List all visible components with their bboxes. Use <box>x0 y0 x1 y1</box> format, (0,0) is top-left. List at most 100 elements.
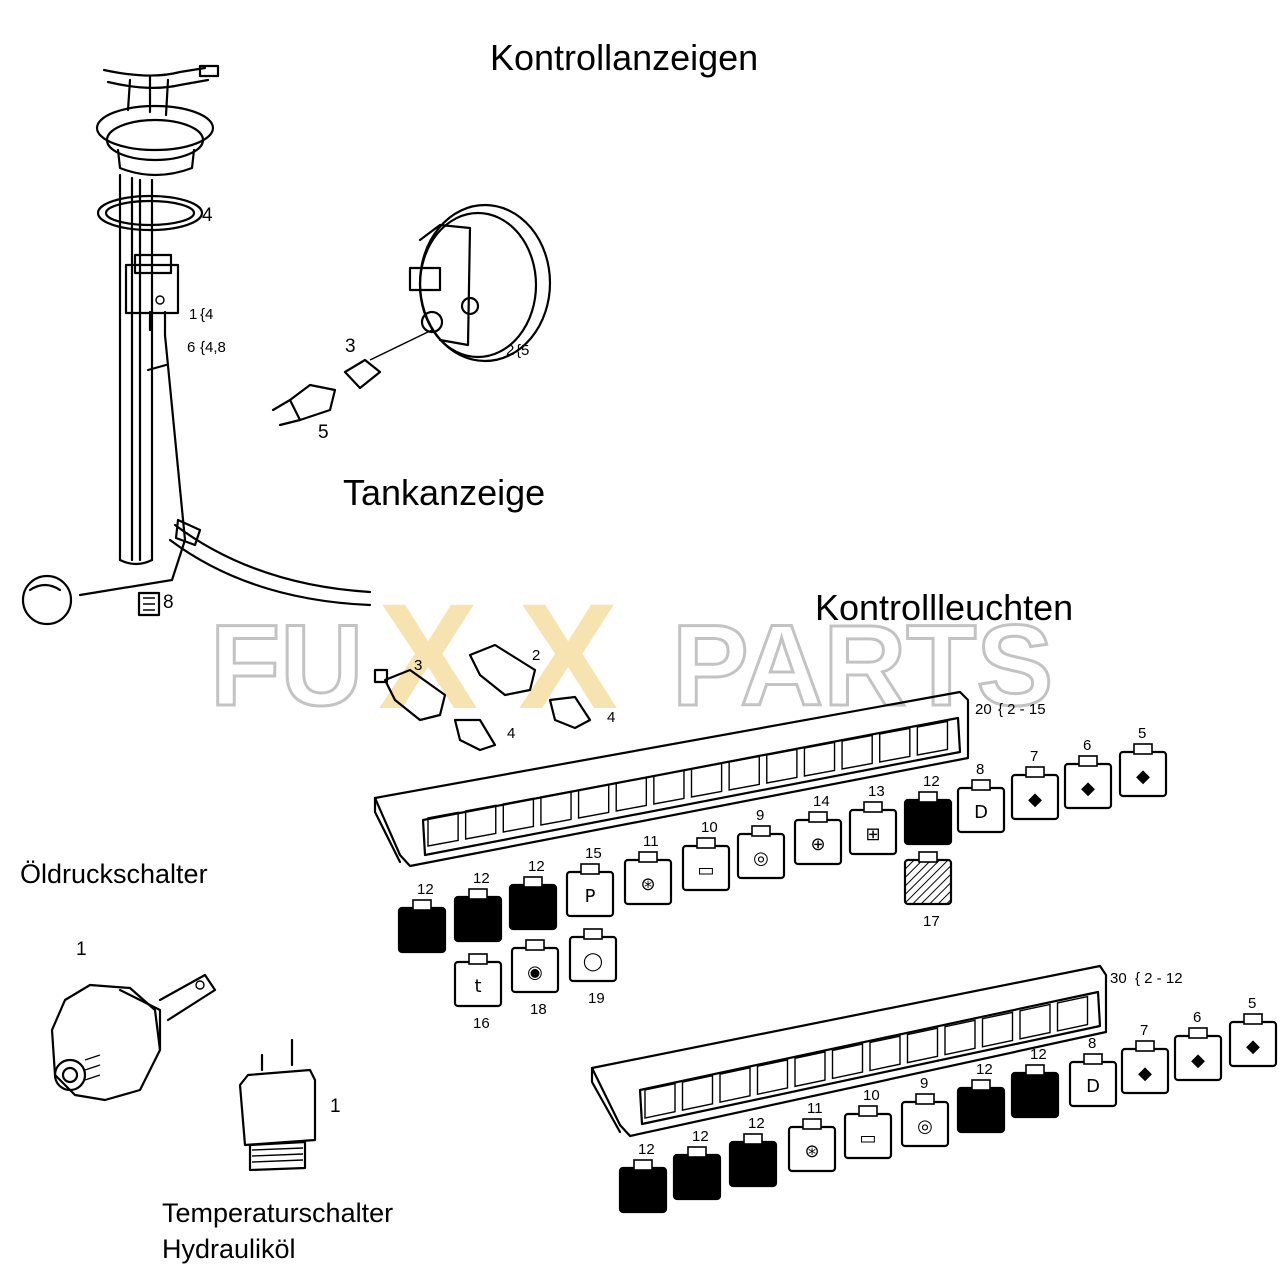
oil-pressure-switch-drawing <box>50 973 217 1102</box>
label-gauge-2-ref: {5 <box>516 342 529 359</box>
lamp-number: 12 <box>473 870 490 887</box>
lamp-module: ◆5 <box>1228 995 1278 1068</box>
lamp-number: 12 <box>976 1061 993 1078</box>
label-gauge-2: 2 <box>506 342 514 359</box>
bulb-holders-drawing <box>373 643 592 752</box>
lamp-number: 12 <box>692 1128 709 1145</box>
panel-cell <box>869 1035 901 1072</box>
lamp-number: 17 <box>923 913 940 930</box>
panel-cell <box>719 1066 751 1104</box>
lamp-module: 12 <box>672 1128 722 1201</box>
lamp-module: ◆5 <box>1118 725 1168 798</box>
label-panel2-ref: 30 <box>1110 970 1127 987</box>
lamp-symbol: ⊕ <box>810 834 825 855</box>
panel-cell <box>644 1082 676 1119</box>
lamp-module: ◯19 <box>568 928 618 1007</box>
lamp-number: 8 <box>1088 1035 1096 1052</box>
label-tank-8: 8 <box>163 592 174 613</box>
lamp-number: 18 <box>530 1001 547 1018</box>
label-bulb-4b: 4 <box>607 709 615 726</box>
lamp-symbol: ◆ <box>1081 778 1095 799</box>
label-tank-1: 1 <box>189 306 197 323</box>
lamp-module: ⊛11 <box>623 833 673 906</box>
lamp-module: 12 <box>508 858 558 931</box>
panel-cell <box>464 804 497 840</box>
lamp-number: 9 <box>920 1075 928 1092</box>
lamp-number: 9 <box>756 807 764 824</box>
panel-cell <box>981 1011 1014 1048</box>
label-gauge-5: 5 <box>318 422 329 443</box>
lamp-number: 10 <box>863 1087 880 1104</box>
temperature-switch-drawing <box>238 1038 317 1172</box>
lamp-symbol: ◎ <box>753 848 769 869</box>
label-switch-oil: 1 <box>76 939 87 960</box>
panel-1-frame <box>373 690 970 868</box>
lamp-number: 11 <box>643 833 659 850</box>
heading-oeldruckschalter: Öldruckschalter <box>20 859 208 889</box>
lamp-module: ⊛11 <box>787 1100 837 1173</box>
heading-hydraulikoel: Hydrauliköl <box>162 1234 296 1264</box>
lamp-symbol: ◉ <box>527 962 543 983</box>
watermark: FU X X PARTS <box>209 572 1055 740</box>
lamp-number: 12 <box>417 881 434 898</box>
lamp-symbol: ◆ <box>1028 789 1042 810</box>
tank-sender-drawing <box>21 64 372 626</box>
lamp-number: 12 <box>528 858 545 875</box>
lamp-module: 12 <box>397 881 447 954</box>
label-tank-6: 6 <box>187 339 195 356</box>
label-bulb-4a: 4 <box>507 725 515 742</box>
panel-cell <box>577 783 610 819</box>
panel-cell <box>756 1059 789 1096</box>
lamp-symbol: ◆ <box>1138 1063 1152 1084</box>
panel-1-lamps: ◆5◆6◆7D812⊞13⊕14◎9▭10⊛11P1512121217t16◉1… <box>397 725 1168 1032</box>
lamp-module: P15 <box>565 845 615 918</box>
lamp-module: D8 <box>956 761 1006 834</box>
heading-kontrollleuchten: Kontrollleuchten <box>815 587 1073 628</box>
panel-cell <box>944 1019 976 1056</box>
fuel-gauge-drawing <box>271 203 552 427</box>
lamp-module: ◎9 <box>900 1075 950 1148</box>
panel-cell <box>427 811 459 847</box>
label-panel1-ref: 20 <box>975 701 992 718</box>
lamp-module: ◆7 <box>1010 748 1060 821</box>
label-bulb-2: 2 <box>532 647 540 664</box>
lamp-symbol: t <box>474 976 481 997</box>
panel-cell <box>502 797 535 833</box>
label-tank-6-ref: {4,8 <box>200 339 226 356</box>
label-panel2-range: { 2 - 12 <box>1135 970 1183 987</box>
heading-kontrollanzeigen: Kontrollanzeigen <box>490 37 758 78</box>
lamp-module: 12 <box>618 1141 668 1214</box>
lamp-module: 12 <box>903 773 953 846</box>
watermark-x2: X <box>518 572 618 740</box>
lamp-symbol: P <box>585 886 596 907</box>
panel-cell <box>906 1027 939 1064</box>
lamp-number: 13 <box>868 783 885 800</box>
lamp-symbol: ⊛ <box>804 1141 819 1162</box>
panel-cell <box>1019 1003 1051 1040</box>
lamp-symbol: ◆ <box>1246 1036 1260 1057</box>
lamp-module: ▭10 <box>681 819 731 892</box>
lamp-number: 12 <box>638 1141 655 1158</box>
lamp-number: 12 <box>1030 1046 1047 1063</box>
lamp-module: 12 <box>1010 1046 1060 1119</box>
lamp-symbol: D <box>974 802 988 823</box>
lamp-number: 16 <box>473 1015 490 1032</box>
panel-cell <box>615 776 648 812</box>
lamp-number: 12 <box>748 1115 765 1132</box>
lamp-module: ◎9 <box>736 807 786 880</box>
panel-cell <box>803 741 836 777</box>
lamp-number: 14 <box>813 793 830 810</box>
panel-cell <box>653 769 685 805</box>
panel-cell <box>728 755 760 791</box>
lamp-number: 10 <box>701 819 718 836</box>
lamp-module: 12 <box>956 1061 1006 1134</box>
lamp-module: ▭ 10 <box>843 1087 893 1160</box>
lamp-symbol: ▭ <box>859 1128 876 1149</box>
lamp-module: t 16 <box>453 953 503 1032</box>
lamp-symbol: ⊞ <box>865 824 880 845</box>
panel-cell <box>879 727 911 763</box>
lamp-number: 19 <box>588 990 605 1007</box>
